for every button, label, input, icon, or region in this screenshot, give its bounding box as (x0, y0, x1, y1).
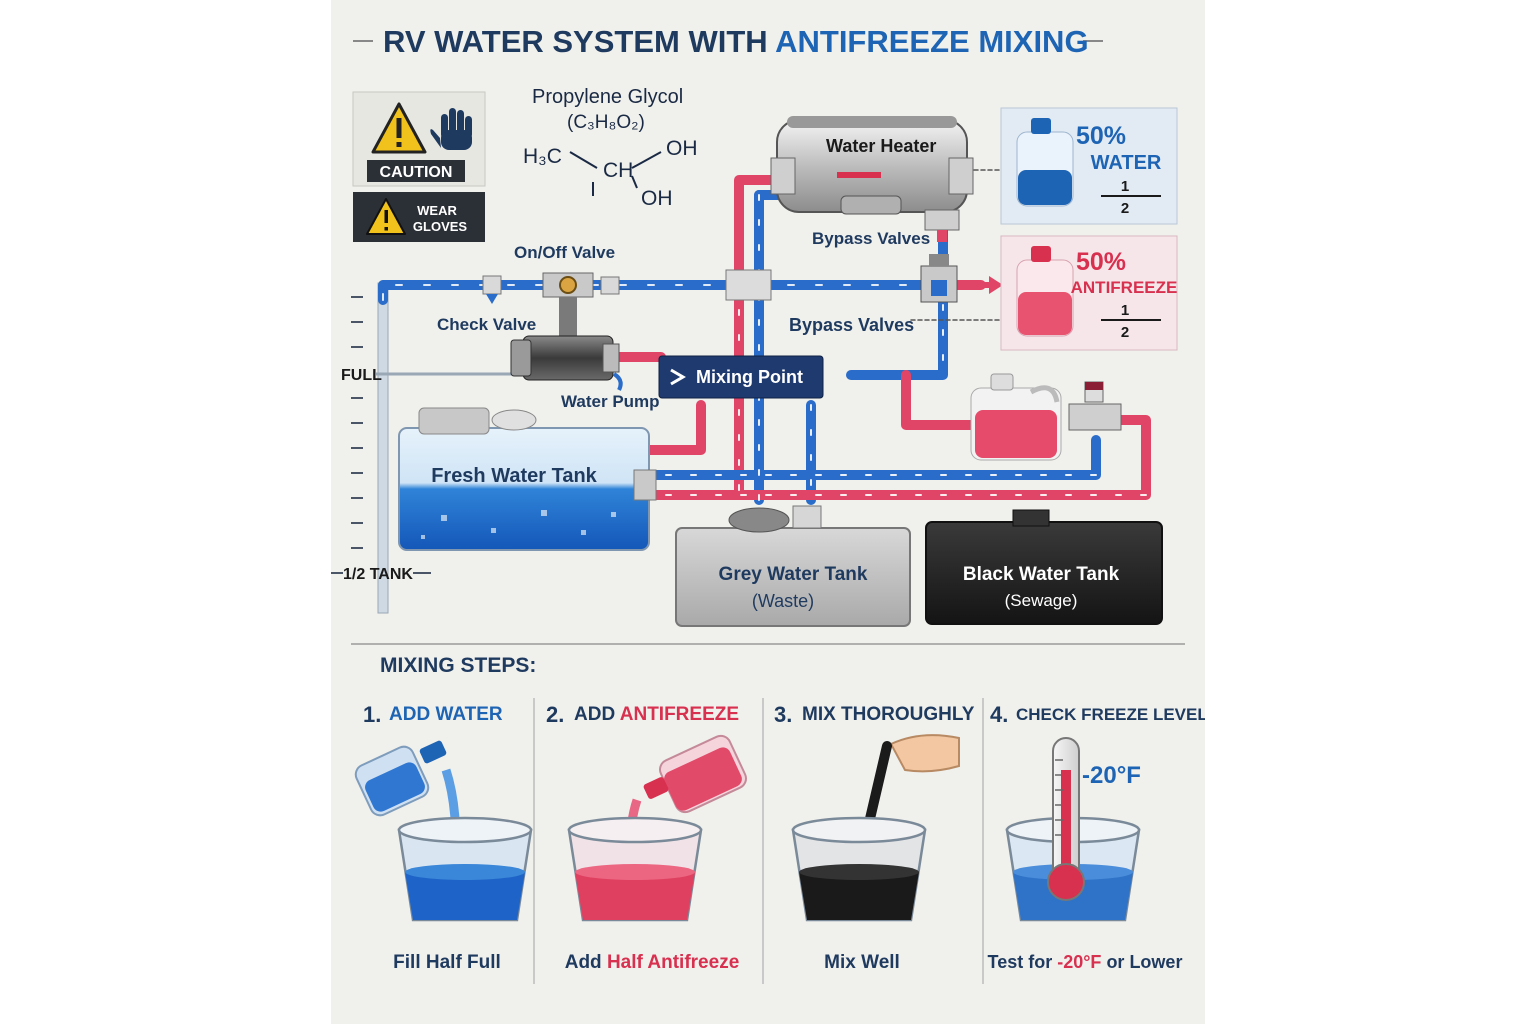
wear-label: WEAR (417, 203, 457, 218)
step-dividers (533, 698, 984, 984)
step-2-add-antifreeze: 2. ADD ANTIFREEZE Add Half Antifreeze (546, 702, 747, 973)
step-1-number: 1. (363, 702, 381, 727)
step-3-title: MIX THOROUGHLY (802, 704, 975, 725)
step-2-title-b: ANTIFREEZE (620, 704, 739, 725)
title: RV WATER SYSTEM WITH ANTIFREEZE MIXING (383, 24, 1089, 59)
water-ratio-card: 50% WATER 1 2 (1000, 107, 1178, 225)
bucket-antifreeze-icon (567, 816, 703, 922)
water-heater-label: Water Heater (826, 136, 936, 156)
water-ratio-label: WATER (1091, 152, 1162, 174)
step-4-check-freeze-level: 4. CHECK FREEZE LEVEL -20°F Test for -20… (988, 702, 1205, 972)
bypass-valves-mid-label: Bypass Valves (789, 315, 914, 335)
gauge-half-label: 1/2 TANK (343, 566, 413, 583)
methyl-group: H₃C (523, 145, 562, 168)
step-1-caption: Fill Half Full (393, 952, 501, 973)
grey-tank-sub: (Waste) (752, 591, 814, 611)
step-4-caption-c: or Lower (1101, 952, 1182, 972)
step-4-caption-b: -20°F (1057, 952, 1101, 972)
gauge-full-label: FULL (341, 367, 382, 384)
water-ratio-numerator: 1 (1121, 178, 1129, 195)
title-part1: RV WATER SYSTEM WITH (383, 24, 768, 59)
step-4-title: CHECK FREEZE LEVEL (1016, 705, 1205, 724)
hand-stop-icon (430, 108, 472, 150)
water-jug-icon (1016, 118, 1074, 207)
water-ratio-percent: 50% (1076, 122, 1126, 150)
pouring-antifreeze-jug-icon (625, 734, 747, 881)
propylene-glycol-structure: Propylene Glycol (C₃H₈O₂) H₃C CH OH OH (523, 86, 698, 210)
caution-sign: CAUTION (352, 91, 486, 187)
on-off-valve[interactable] (542, 272, 594, 337)
antifreeze-ratio-card: 50% ANTIFREEZE 1 2 (1000, 235, 1178, 351)
mixing-point-box: Mixing Point (658, 355, 824, 399)
caution-label: CAUTION (380, 164, 453, 181)
pipe-network (378, 169, 1151, 505)
step-2-caption-a: Add (565, 952, 607, 973)
chemical-name: Propylene Glycol (532, 86, 683, 108)
warning-triangle-icon (371, 102, 427, 154)
check-valve[interactable] (482, 275, 502, 304)
thermometer-icon (1047, 737, 1085, 901)
wear-gloves-sign: WEAR GLOVES (353, 192, 485, 242)
bypass-valve-heater[interactable] (924, 209, 960, 242)
on-off-valve-label: On/Off Valve (514, 243, 615, 262)
water-pump-label: Water Pump (561, 392, 660, 411)
water-pump[interactable] (510, 335, 623, 391)
tank-level-gauge: FULL 1/2 TANK (331, 282, 521, 614)
step-2-number: 2. (546, 702, 564, 727)
fresh-water-tank (398, 407, 657, 551)
black-tank-label: Black Water Tank (963, 564, 1120, 585)
black-water-tank (925, 509, 1163, 625)
pipe-junction (725, 269, 772, 301)
fresh-tank-label: Fresh Water Tank (431, 465, 597, 487)
antifreeze-ratio-numerator: 1 (1121, 302, 1129, 319)
step-3-caption: Mix Well (824, 952, 900, 973)
check-valve-label: Check Valve (437, 315, 536, 334)
bucket-water-icon (397, 816, 533, 922)
water-ratio-denominator: 2 (1121, 200, 1129, 217)
infographic-poster: RV WATER SYSTEM WITH ANTIFREEZE MIXING C… (331, 0, 1205, 1024)
inline-valve[interactable] (1068, 381, 1122, 431)
antifreeze-ratio-label: ANTIFREEZE (1071, 278, 1178, 297)
chemical-formula: (C₃H₈O₂) (567, 112, 645, 133)
ch-group: CH (603, 159, 633, 182)
step-2-caption-b: Half Antifreeze (607, 952, 739, 973)
rv-water-system-diagram: RV WATER SYSTEM WITH ANTIFREEZE MIXING C… (331, 24, 1205, 984)
step-4-caption-a: Test for (988, 952, 1058, 972)
steps-heading: MIXING STEPS: (380, 654, 536, 677)
step-1-title: ADD WATER (389, 704, 503, 725)
step-4-number: 4. (990, 702, 1008, 727)
antifreeze-jug-icon (1016, 246, 1074, 337)
bypass-valve-main[interactable] (920, 254, 958, 303)
step-2-title: ADD ANTIFREEZE (574, 704, 739, 725)
step-1-add-water: 1. ADD WATER Fill Half Full (354, 702, 533, 973)
black-tank-sub: (Sewage) (1005, 591, 1078, 610)
step-3-number: 3. (774, 702, 792, 727)
step-4-temp: -20°F (1082, 762, 1141, 789)
grey-water-tank (675, 505, 911, 627)
step-4-caption: Test for -20°F or Lower (988, 952, 1183, 972)
mixing-point-label: Mixing Point (696, 367, 803, 387)
step-3-mix-thoroughly: 3. MIX THOROUGHLY Mix Well (774, 702, 975, 973)
grey-tank-label: Grey Water Tank (719, 564, 868, 585)
gloves-label: GLOVES (413, 219, 468, 234)
antifreeze-jug (970, 373, 1062, 461)
water-heater[interactable] (770, 116, 974, 215)
hydroxyl-bottom: OH (641, 187, 673, 210)
step-2-title-a: ADD (574, 704, 620, 725)
bypass-valves-top-label: Bypass Valves (812, 229, 930, 248)
bucket-mixed-icon (791, 816, 927, 922)
hydroxyl-top: OH (666, 137, 698, 160)
step-2-caption: Add Half Antifreeze (565, 952, 740, 973)
warning-triangle-small-icon (366, 198, 406, 235)
antifreeze-ratio-denominator: 2 (1121, 324, 1129, 341)
arrow-right-icon (670, 368, 686, 386)
title-part2: ANTIFREEZE MIXING (775, 24, 1088, 59)
antifreeze-ratio-percent: 50% (1076, 248, 1126, 276)
